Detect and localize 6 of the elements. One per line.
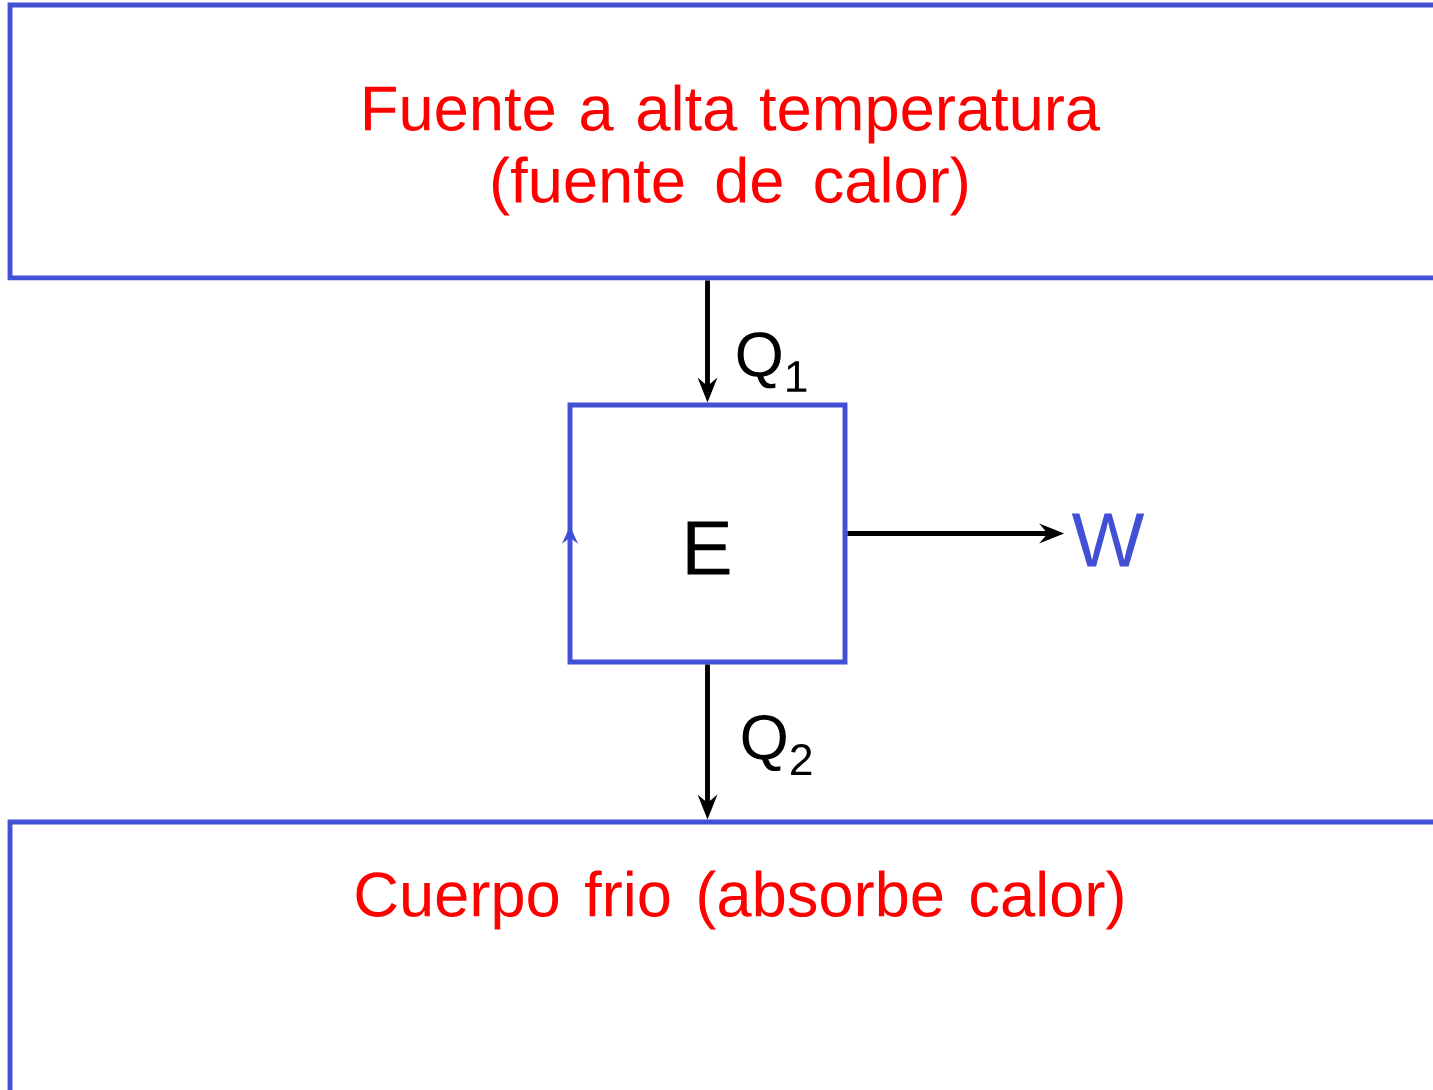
cold-body-box: Cuerpo frio (absorbe calor) (7, 819, 1433, 1090)
edge-label: Q$_{2}$ (742, 715, 812, 775)
work-label: W (1071, 513, 1145, 567)
heat-source-box: Fuente a alta temperatura (fuente de calor) (7, 2, 1433, 281)
edge-label: Q$_{1}$ (737, 332, 807, 392)
engine-box: E (567, 402, 848, 665)
